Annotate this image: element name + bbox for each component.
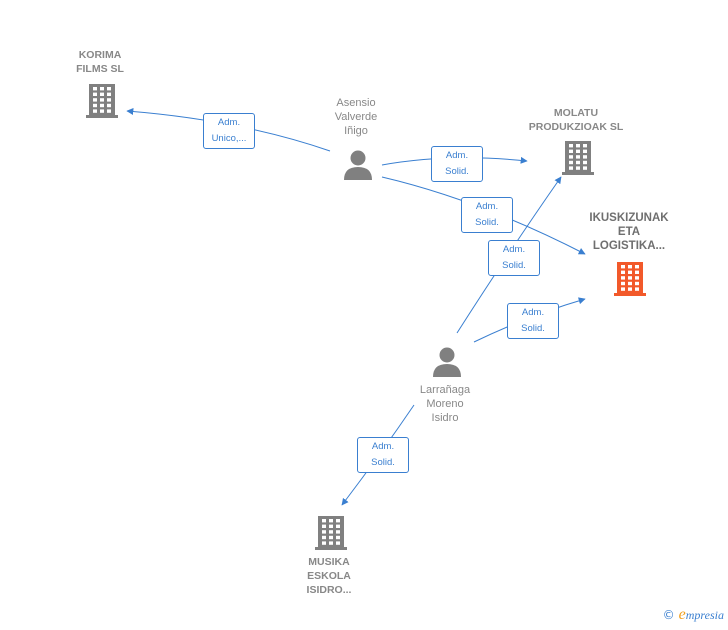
- building-window: [621, 276, 625, 280]
- edge-label-asensio-ikuskizunak: Adm. Solid.: [461, 197, 513, 233]
- building-window: [336, 524, 340, 528]
- brand-initial: e: [678, 606, 686, 623]
- building-window: [635, 270, 639, 274]
- building-window: [93, 109, 97, 113]
- building-window: [621, 287, 625, 291]
- edge-label-asensio-korima: Adm. Unico,...: [203, 113, 255, 149]
- person-icon[interactable]: [344, 150, 372, 181]
- building-window: [576, 160, 580, 165]
- brand-name: mpresia: [685, 608, 724, 622]
- building-window: [569, 160, 573, 165]
- building-window: [635, 276, 639, 280]
- building-window: [93, 87, 97, 91]
- person-icon[interactable]: [433, 347, 461, 378]
- building-window: [576, 155, 580, 159]
- building-window: [336, 530, 340, 534]
- building-window: [329, 535, 333, 540]
- building-window: [576, 144, 580, 148]
- building-window: [107, 109, 111, 113]
- building-window: [569, 155, 573, 159]
- building-window: [322, 541, 326, 545]
- building-window: [628, 287, 632, 291]
- building-window: [583, 160, 587, 165]
- building-window: [628, 276, 632, 280]
- building-window: [107, 92, 111, 96]
- brand-watermark: ©empresia: [663, 606, 724, 624]
- building-window: [322, 519, 326, 523]
- building-window: [100, 87, 104, 91]
- building-window: [100, 98, 104, 102]
- building-window: [322, 535, 326, 540]
- building-window: [628, 281, 632, 286]
- building-window: [635, 281, 639, 286]
- building-window: [635, 287, 639, 291]
- building-window: [576, 149, 580, 153]
- building-window: [576, 166, 580, 170]
- building-window: [621, 281, 625, 286]
- building-window: [100, 92, 104, 96]
- building-window: [322, 530, 326, 534]
- building-icon[interactable]: [315, 516, 347, 550]
- building-window: [93, 98, 97, 102]
- node-label-molatu[interactable]: MOLATU PRODUKZIOAK SL: [528, 107, 624, 133]
- node-label-korima[interactable]: KORIMA FILMS SL: [76, 49, 124, 75]
- building-window: [336, 535, 340, 540]
- edge-label-larranaga-molatu: Adm. Solid.: [488, 240, 540, 276]
- building-window: [100, 103, 104, 108]
- building-window: [329, 519, 333, 523]
- building-window: [569, 149, 573, 153]
- building-window: [93, 103, 97, 108]
- copyright-icon: ©: [662, 608, 675, 622]
- building-window: [329, 541, 333, 545]
- building-window: [628, 270, 632, 274]
- node-label-musika[interactable]: MUSIKA ESKOLA ISIDRO...: [306, 556, 352, 596]
- building-window: [100, 109, 104, 113]
- building-window: [107, 103, 111, 108]
- building-window: [336, 519, 340, 523]
- building-window: [583, 166, 587, 170]
- building-window: [329, 524, 333, 528]
- edge-label-asensio-molatu: Adm. Solid.: [431, 146, 483, 182]
- node-label-ikuskizunak[interactable]: IKUSKIZUNAK ETA LOGISTIKA...: [589, 212, 669, 252]
- building-window: [621, 265, 625, 269]
- building-window: [107, 87, 111, 91]
- building-window: [635, 265, 639, 269]
- building-window: [583, 155, 587, 159]
- node-label-larranaga[interactable]: Larrañaga Moreno Isidro: [419, 384, 471, 424]
- building-window: [569, 166, 573, 170]
- building-icon[interactable]: [86, 84, 118, 118]
- building-window: [583, 149, 587, 153]
- building-window: [322, 524, 326, 528]
- building-window: [93, 92, 97, 96]
- building-window: [628, 265, 632, 269]
- edge-label-larranaga-musika: Adm. Solid.: [357, 437, 409, 473]
- node-label-asensio[interactable]: Asensio Valverde Iñigo: [334, 97, 378, 137]
- building-window: [329, 530, 333, 534]
- building-icon[interactable]: [562, 141, 594, 175]
- building-window: [107, 98, 111, 102]
- building-window: [583, 144, 587, 148]
- building-window: [336, 541, 340, 545]
- building-window: [569, 144, 573, 148]
- building-icon-highlight[interactable]: [614, 262, 646, 296]
- building-window: [621, 270, 625, 274]
- edge-label-larranaga-ikuskizunak: Adm. Solid.: [507, 303, 559, 339]
